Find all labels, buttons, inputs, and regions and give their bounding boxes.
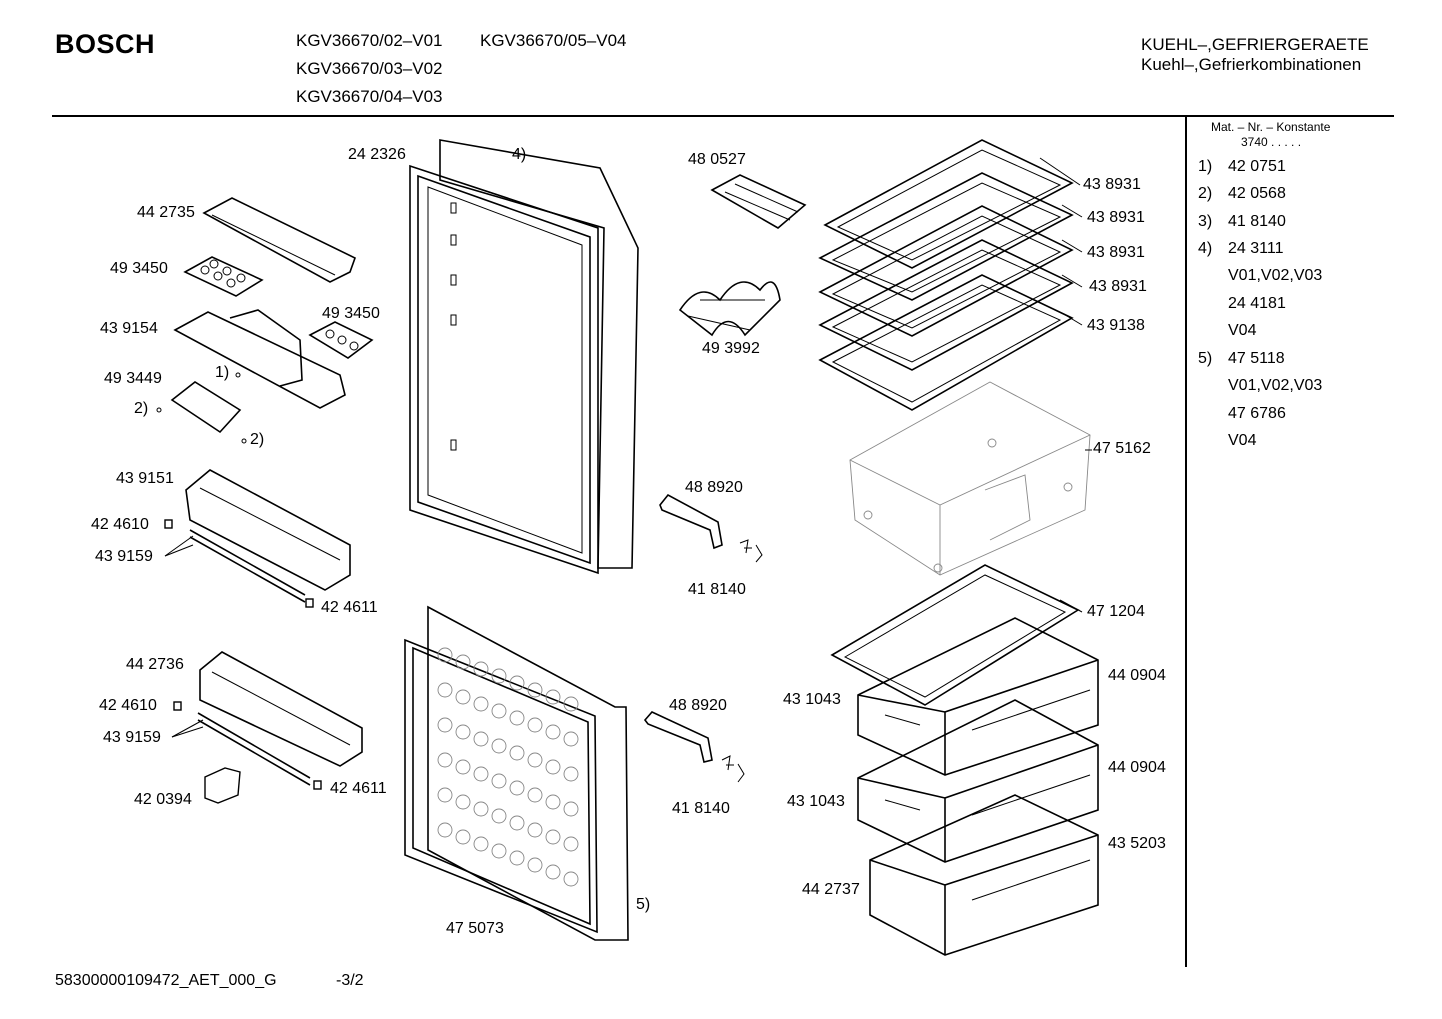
ice-tray-480527 [710, 174, 807, 229]
door-shelf-442735 [202, 197, 356, 283]
door-bin-439151 [164, 469, 351, 608]
bottle-rack-493992 [678, 281, 781, 337]
part-label: 42 4611 [330, 780, 387, 797]
freezer-drawer-lower [869, 794, 1099, 956]
part-label: 44 0904 [1108, 667, 1166, 684]
leader-lines [164, 157, 1092, 738]
freezer-drawer-upper [857, 617, 1099, 776]
legend-text: 24 4181 [1228, 295, 1286, 312]
legend-text: 42 0751 [1228, 158, 1286, 175]
cover-493449 [156, 372, 247, 444]
legend-title: Mat. – Nr. – Konstante [1211, 120, 1331, 134]
note-marker: 2) [250, 431, 265, 448]
legend-text: 47 5118 [1228, 350, 1285, 367]
part-label: 43 9159 [103, 729, 161, 746]
part-label: 42 4610 [91, 516, 149, 533]
legend-num: 1) [1198, 158, 1213, 175]
part-label: 43 8931 [1083, 176, 1141, 193]
header-rule [52, 115, 1394, 117]
category-title: KUEHL–,GEFRIERGERAETE [1141, 35, 1369, 54]
legend-num: 5) [1198, 350, 1213, 367]
legend-text: V01,V02,V03 [1228, 267, 1323, 284]
part-label: 43 9138 [1087, 317, 1145, 334]
handle-488920-lower [643, 711, 745, 783]
note-marker: 2) [134, 400, 149, 417]
part-label: 49 3992 [702, 340, 760, 357]
part-label: 47 5162 [1093, 440, 1151, 457]
part-label: 43 9154 [100, 320, 158, 337]
page-number: -3/2 [336, 972, 364, 989]
freezer-drawer-middle [857, 699, 1099, 863]
legend-num: 3) [1198, 213, 1213, 230]
legend-text: V01,V02,V03 [1228, 377, 1323, 394]
part-label: 47 5073 [446, 920, 504, 937]
legend-divider [1185, 117, 1187, 967]
brand-logo: BOSCH [55, 29, 156, 59]
part-label: 47 1204 [1087, 603, 1145, 620]
egg-tray-493450-left [183, 256, 264, 297]
legend-text: 47 6786 [1228, 405, 1286, 422]
part-label: 42 0394 [134, 791, 192, 808]
upper-door-frame [409, 139, 639, 575]
document-id: 58300000109472_AET_000_G [55, 972, 277, 989]
glass-shelves [818, 139, 1074, 411]
note-marker: 5) [636, 896, 651, 913]
part-label: 49 3449 [104, 370, 162, 387]
cover-plate-471204 [830, 564, 1080, 706]
model-number: KGV36670/02–V01 [296, 31, 443, 50]
part-label: 43 9151 [116, 470, 174, 487]
door-bin-442736 [173, 651, 363, 804]
note-marker: 1) [215, 364, 230, 381]
legend-text: 42 0568 [1228, 185, 1286, 202]
part-label: 48 8920 [669, 697, 727, 714]
handle-488920-upper [659, 493, 763, 563]
shelf-439154 [173, 309, 346, 409]
category-subtitle: Kuehl–,Gefrierkombinationen [1141, 55, 1362, 74]
part-label: 49 3450 [110, 260, 168, 277]
legend-num: 2) [1198, 185, 1213, 202]
part-label: 43 8931 [1089, 278, 1147, 295]
part-label: 49 3450 [322, 305, 380, 322]
part-label: 43 8931 [1087, 244, 1145, 261]
lower-door-frame [404, 605, 629, 941]
legend-text: V04 [1228, 322, 1257, 339]
part-label: 48 0527 [688, 151, 746, 168]
part-label: 42 4610 [99, 697, 157, 714]
part-label: 42 4611 [321, 599, 378, 616]
model-number: KGV36670/04–V03 [296, 87, 443, 106]
part-label: 44 2737 [802, 881, 860, 898]
part-label: 24 2326 [348, 146, 406, 163]
part-label: 48 8920 [685, 479, 743, 496]
part-label: 43 5203 [1108, 835, 1166, 852]
model-number: KGV36670/03–V02 [296, 59, 443, 78]
legend-text: V04 [1228, 432, 1257, 449]
part-label: 41 8140 [672, 800, 730, 817]
egg-tray-493450-right [308, 321, 374, 359]
legend-text: 24 3111 [1228, 240, 1284, 257]
part-label: 44 2735 [137, 204, 195, 221]
part-label: 41 8140 [688, 581, 746, 598]
part-label: 43 9159 [95, 548, 153, 565]
crisper-475162 [849, 381, 1091, 576]
note-marker: 4) [512, 146, 527, 163]
part-label: 44 0904 [1108, 759, 1166, 776]
model-number: KGV36670/05–V04 [480, 31, 627, 50]
part-label: 43 1043 [783, 691, 841, 708]
legend-constant: 3740 . . . . . [1241, 135, 1302, 149]
legend-num: 4) [1198, 240, 1213, 257]
part-label: 43 1043 [787, 793, 845, 810]
legend-text: 41 8140 [1228, 213, 1286, 230]
part-label: 43 8931 [1087, 209, 1145, 226]
part-label: 44 2736 [126, 656, 184, 673]
